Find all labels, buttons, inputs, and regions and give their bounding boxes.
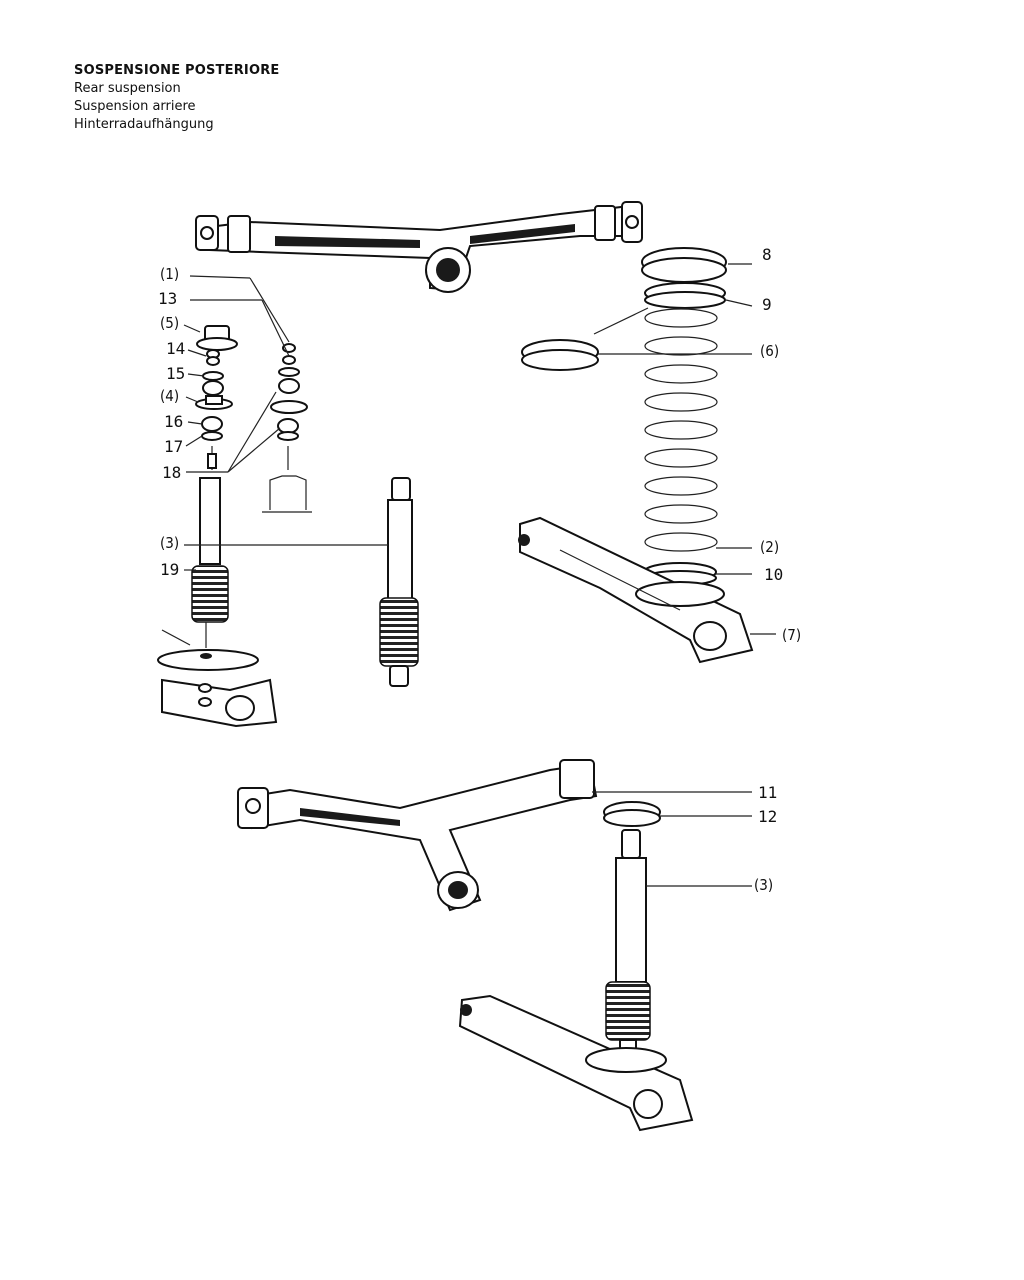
title-italian: SOSPENSIONE POSTERIORE — [74, 63, 280, 78]
label-19: 19 — [160, 560, 179, 579]
label-18: 18 — [162, 463, 181, 482]
label-7: (7) — [782, 626, 801, 644]
leader-lines — [183, 263, 776, 887]
middle-mount-stack — [262, 343, 312, 513]
label-11: 11 — [758, 783, 777, 802]
title-french: Suspension arriere — [74, 99, 196, 114]
label-14: 14 — [166, 339, 185, 358]
lower-shock-absorber — [603, 801, 661, 1053]
right-lower-arm — [518, 516, 754, 664]
upper-crossmember — [195, 201, 643, 293]
lower-crossmember — [237, 759, 598, 912]
label-4: (4) — [160, 387, 179, 405]
label-1: (1) — [160, 265, 179, 283]
label-12: 12 — [758, 807, 777, 826]
label-5: (5) — [160, 314, 179, 332]
title-english: Rear suspension — [74, 81, 181, 96]
title-german: Hinterradaufhängung — [74, 117, 214, 132]
coil-spring — [644, 308, 718, 552]
lower-control-arm — [458, 994, 694, 1132]
label-15: 15 — [166, 364, 185, 383]
label-10: 10 — [764, 565, 783, 584]
label-16: 16 — [164, 412, 183, 431]
label-3-left: (3) — [160, 534, 179, 552]
left-arm-fragment — [157, 629, 278, 728]
center-shock-absorber — [379, 477, 419, 687]
label-17: 17 — [164, 437, 183, 456]
label-3-bottom: (3) — [754, 876, 773, 894]
label-9: 9 — [762, 295, 772, 314]
label-13: 13 — [158, 289, 177, 308]
left-mount-stack — [195, 325, 238, 470]
part-labels: (1) 13 (5) 14 15 (4) 16 17 18 (3) 19 8 9… — [158, 245, 801, 894]
label-8: 8 — [762, 245, 772, 264]
label-6: (6) — [760, 342, 779, 360]
diagram-header: SOSPENSIONE POSTERIORE Rear suspension S… — [74, 62, 279, 134]
spring-assembly — [521, 247, 727, 586]
label-2: (2) — [760, 538, 779, 556]
left-shock-absorber — [191, 477, 229, 648]
